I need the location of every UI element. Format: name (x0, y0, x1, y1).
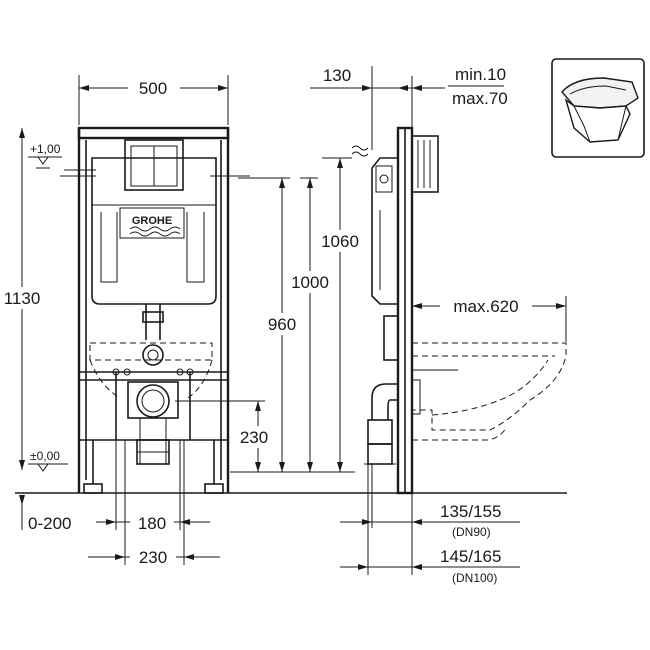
label-plate-max: max.70 (452, 89, 508, 108)
level-marker-top: +1,00 (28, 142, 62, 169)
dimension-top-width: 500 (78, 75, 229, 125)
dimension-bolt-outer: 230 (88, 440, 220, 567)
label-level-zero: ±0,00 (30, 449, 60, 463)
dimension-bowl-projection: max.620 (412, 295, 567, 342)
label-drain-dn90: 135/155 (440, 502, 501, 521)
label-drain-height: 230 (240, 428, 268, 447)
bowl-outline-front (89, 342, 213, 361)
label-drain-dn100: 145/165 (440, 547, 501, 566)
label-foot-adjust: 0-200 (28, 514, 71, 533)
dimension-mount-height: 960 (238, 177, 306, 472)
label-bolt-outer: 230 (139, 548, 167, 567)
label-total-height: 1130 (4, 289, 41, 308)
label-height-1000: 1000 (291, 273, 329, 292)
dimension-bolt-inner: 180 (96, 440, 210, 533)
cistern: GROHE (60, 139, 250, 366)
label-drain-dn90-tag: (DN90) (452, 525, 491, 539)
front-view-frame (77, 126, 230, 494)
toilet-thumbnail (551, 58, 645, 158)
label-height-1060: 1060 (321, 232, 359, 251)
dimension-plate-offset: min.10 max.70 (398, 65, 508, 130)
dimension-height-1060: 1060 (316, 157, 366, 472)
label-plate-min: min.10 (455, 65, 506, 84)
drain-assembly-front (112, 368, 194, 465)
brand-logo: GROHE (132, 215, 172, 227)
label-bolt-inner: 180 (138, 514, 166, 533)
dimension-foot-adjust: 0-200 (19, 495, 71, 533)
dimension-height-1000: 1000 (286, 177, 336, 472)
label-mount-height: 960 (268, 315, 296, 334)
bowl-outline-side (412, 342, 567, 441)
dimension-total-height: 1130 (2, 128, 46, 470)
side-view-frame (364, 126, 439, 495)
level-marker-zero: ±0,00 (28, 449, 68, 472)
wall-hung-toilet-icon (561, 77, 639, 143)
dimension-drain-dn100: 145/165 (DN100) (340, 464, 520, 585)
dimension-depth: 130 (310, 64, 408, 150)
label-drain-dn100-tag: (DN100) (452, 571, 497, 585)
dimension-drain-height: 230 (175, 400, 274, 472)
label-level-top: +1,00 (30, 142, 61, 156)
label-bowl-projection: max.620 (453, 297, 518, 316)
label-top-width: 500 (139, 79, 167, 98)
label-depth: 130 (323, 66, 351, 85)
dimension-drain-dn90: 135/155 (DN90) (340, 464, 520, 575)
